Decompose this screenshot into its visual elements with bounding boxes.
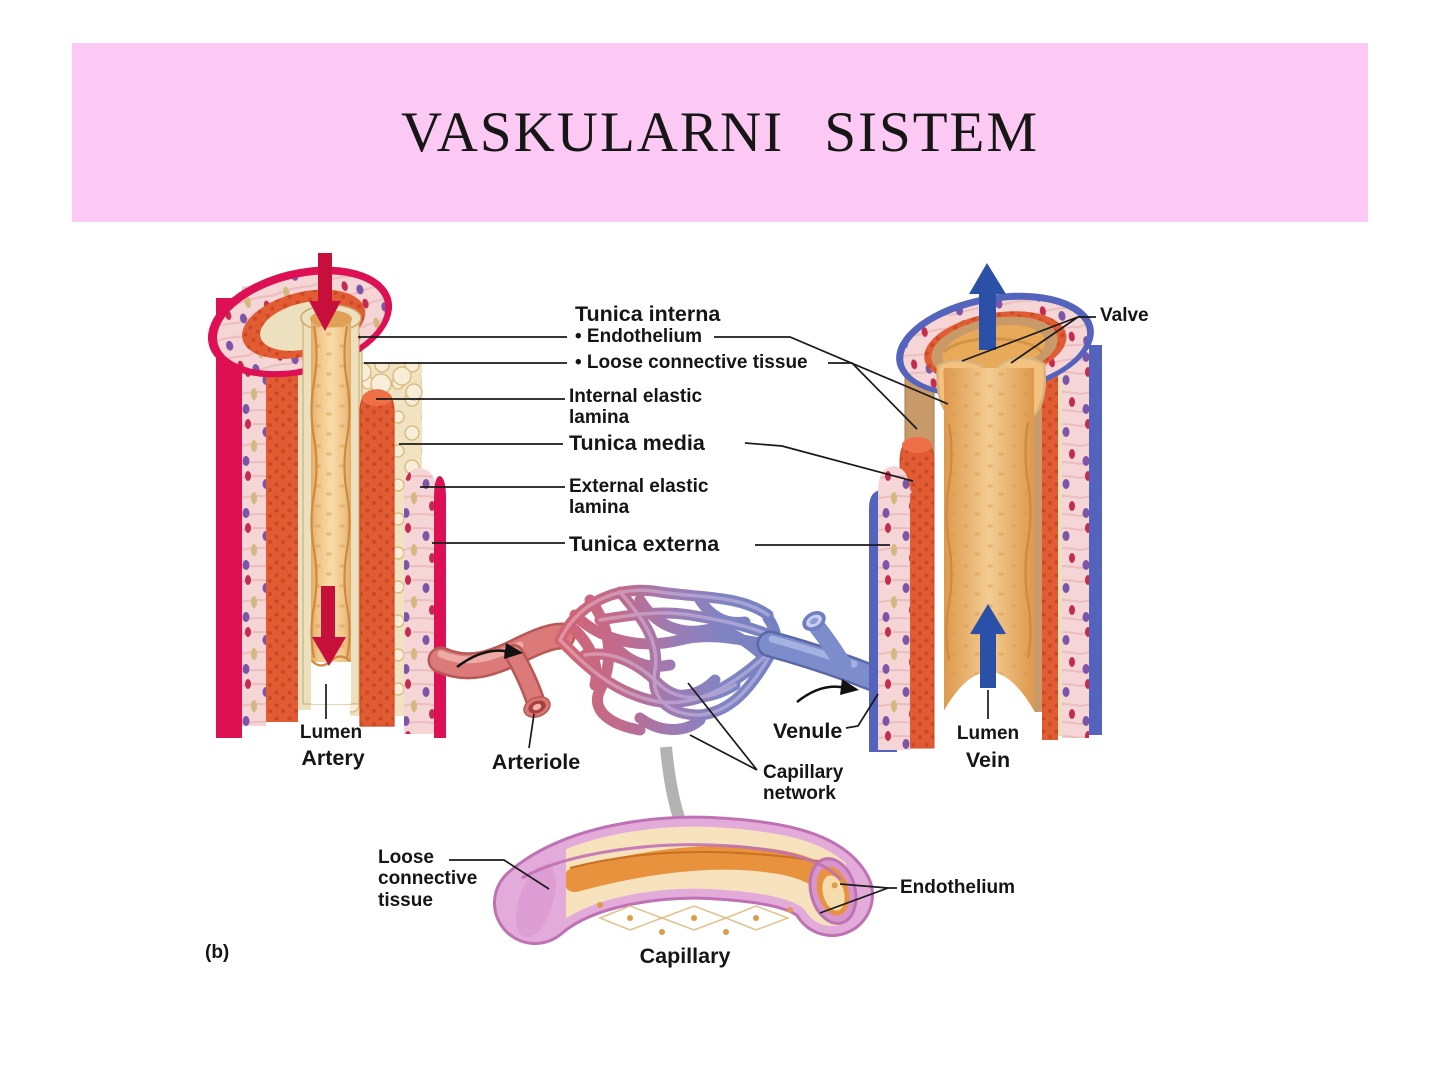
artery-flow-arrow-bottom [312, 586, 346, 666]
label-arteriole: Arteriole [491, 750, 581, 774]
label-capillary-endothelium: Endothelium [900, 877, 1016, 898]
label-capillary: Capillary [639, 944, 731, 968]
vein-flow-arrow-lumen [970, 604, 1006, 688]
label-vein: Vein [965, 748, 1011, 772]
artery-flow-arrow-top [309, 253, 341, 331]
label-loose-connective: • Loose connective tissue [575, 352, 808, 373]
label-panel-letter: (b) [205, 942, 230, 963]
slide-title: VASKULARNI SISTEM [400, 101, 1040, 164]
capillary-network-illustration [554, 584, 782, 736]
venule-flow-arrow [796, 679, 859, 703]
blood-vessel-diagram: Tunica interna • Endothelium • Loose con… [0, 222, 1440, 1080]
label-artery-lumen: Lumen [299, 722, 363, 743]
artery-illustration [207, 253, 446, 738]
label-capillary-network: Capillary network [763, 762, 844, 805]
label-tunica-externa: Tunica externa [569, 532, 720, 556]
label-capillary-loose-ct: Loose connective tissue [378, 847, 478, 911]
label-venule: Venule [773, 719, 843, 743]
label-tunica-media: Tunica media [569, 431, 705, 455]
label-endothelium: • Endothelium [575, 326, 702, 347]
label-artery: Artery [301, 746, 365, 770]
label-valve: Valve [1100, 305, 1149, 326]
vein-flow-arrow-top [969, 263, 1006, 350]
label-tunica-interna: Tunica interna [575, 302, 721, 326]
vessel-artwork [207, 253, 1102, 945]
arteriole-illustration [427, 622, 576, 718]
capillary-illustration [493, 815, 874, 945]
label-external-elastic: External elastic lamina [569, 476, 709, 519]
title-banner: VASKULARNI SISTEM [72, 43, 1368, 222]
vein-illustration [869, 263, 1102, 758]
arteriole-flow-arrow [456, 643, 523, 669]
label-vein-lumen: Lumen [956, 723, 1020, 744]
leader-lines [325, 316, 1096, 914]
label-internal-elastic: Internal elastic lamina [569, 386, 703, 429]
